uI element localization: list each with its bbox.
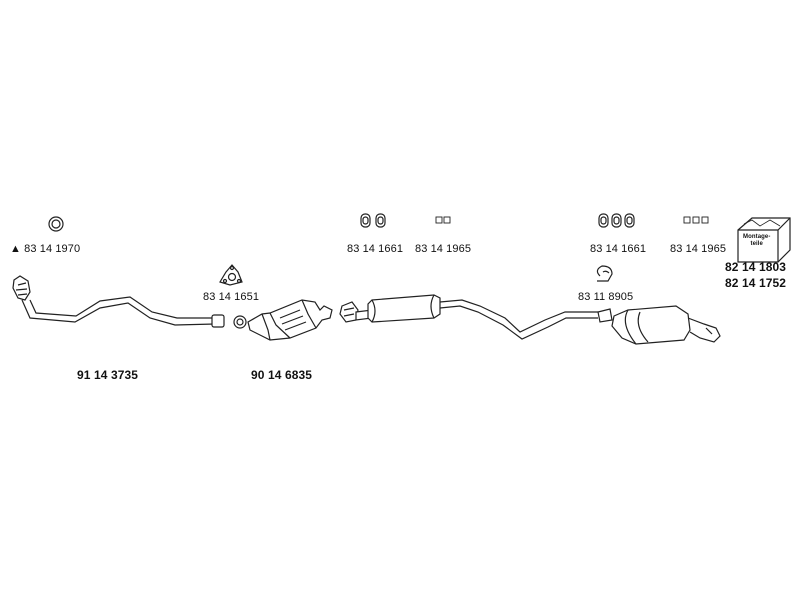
clamp-rear-icon[interactable] (683, 216, 709, 224)
catalytic-converter-icon[interactable] (247, 299, 333, 341)
catalytic-converter-label: 90 14 6835 (251, 368, 313, 382)
oring-seal-label: ▲ 83 14 1970 (10, 243, 81, 255)
front-pipe-icon[interactable] (12, 275, 225, 328)
front-pipe-label: 91 14 3735 (77, 368, 139, 382)
clamp-mid-icon[interactable] (435, 216, 451, 224)
pipe-clamp-icon[interactable] (596, 265, 613, 282)
rubber-mount-mid-icon[interactable] (360, 213, 386, 228)
rubber-mount-mid-label: 83 14 1661 (347, 243, 404, 255)
triangle-icon: ▲ (10, 243, 21, 255)
gasket-3hole-label: 83 14 1651 (203, 291, 260, 303)
rubber-mount-rear-label: 83 14 1661 (590, 243, 647, 255)
ring-gasket-icon[interactable] (233, 315, 247, 329)
rear-silencer-icon[interactable] (597, 305, 721, 345)
mounting-kit-box-icon[interactable] (737, 217, 791, 263)
clamp-rear-label: 83 14 1965 (670, 243, 727, 255)
pipe-clamp-label: 83 11 8905 (578, 291, 634, 303)
gasket-3hole-icon[interactable] (219, 264, 243, 286)
flange-gasket-icon[interactable] (339, 301, 359, 323)
rubber-mount-rear-icon[interactable] (598, 213, 635, 228)
kit-box-text: Montage- teile (743, 234, 771, 247)
mounting-kit-label-2: 82 14 1752 (725, 276, 787, 290)
clamp-mid-label: 83 14 1965 (415, 243, 472, 255)
middle-silencer-icon[interactable] (355, 294, 598, 340)
oring-seal-icon[interactable] (48, 216, 64, 232)
mounting-kit-label-1: 82 14 1803 (725, 260, 787, 274)
